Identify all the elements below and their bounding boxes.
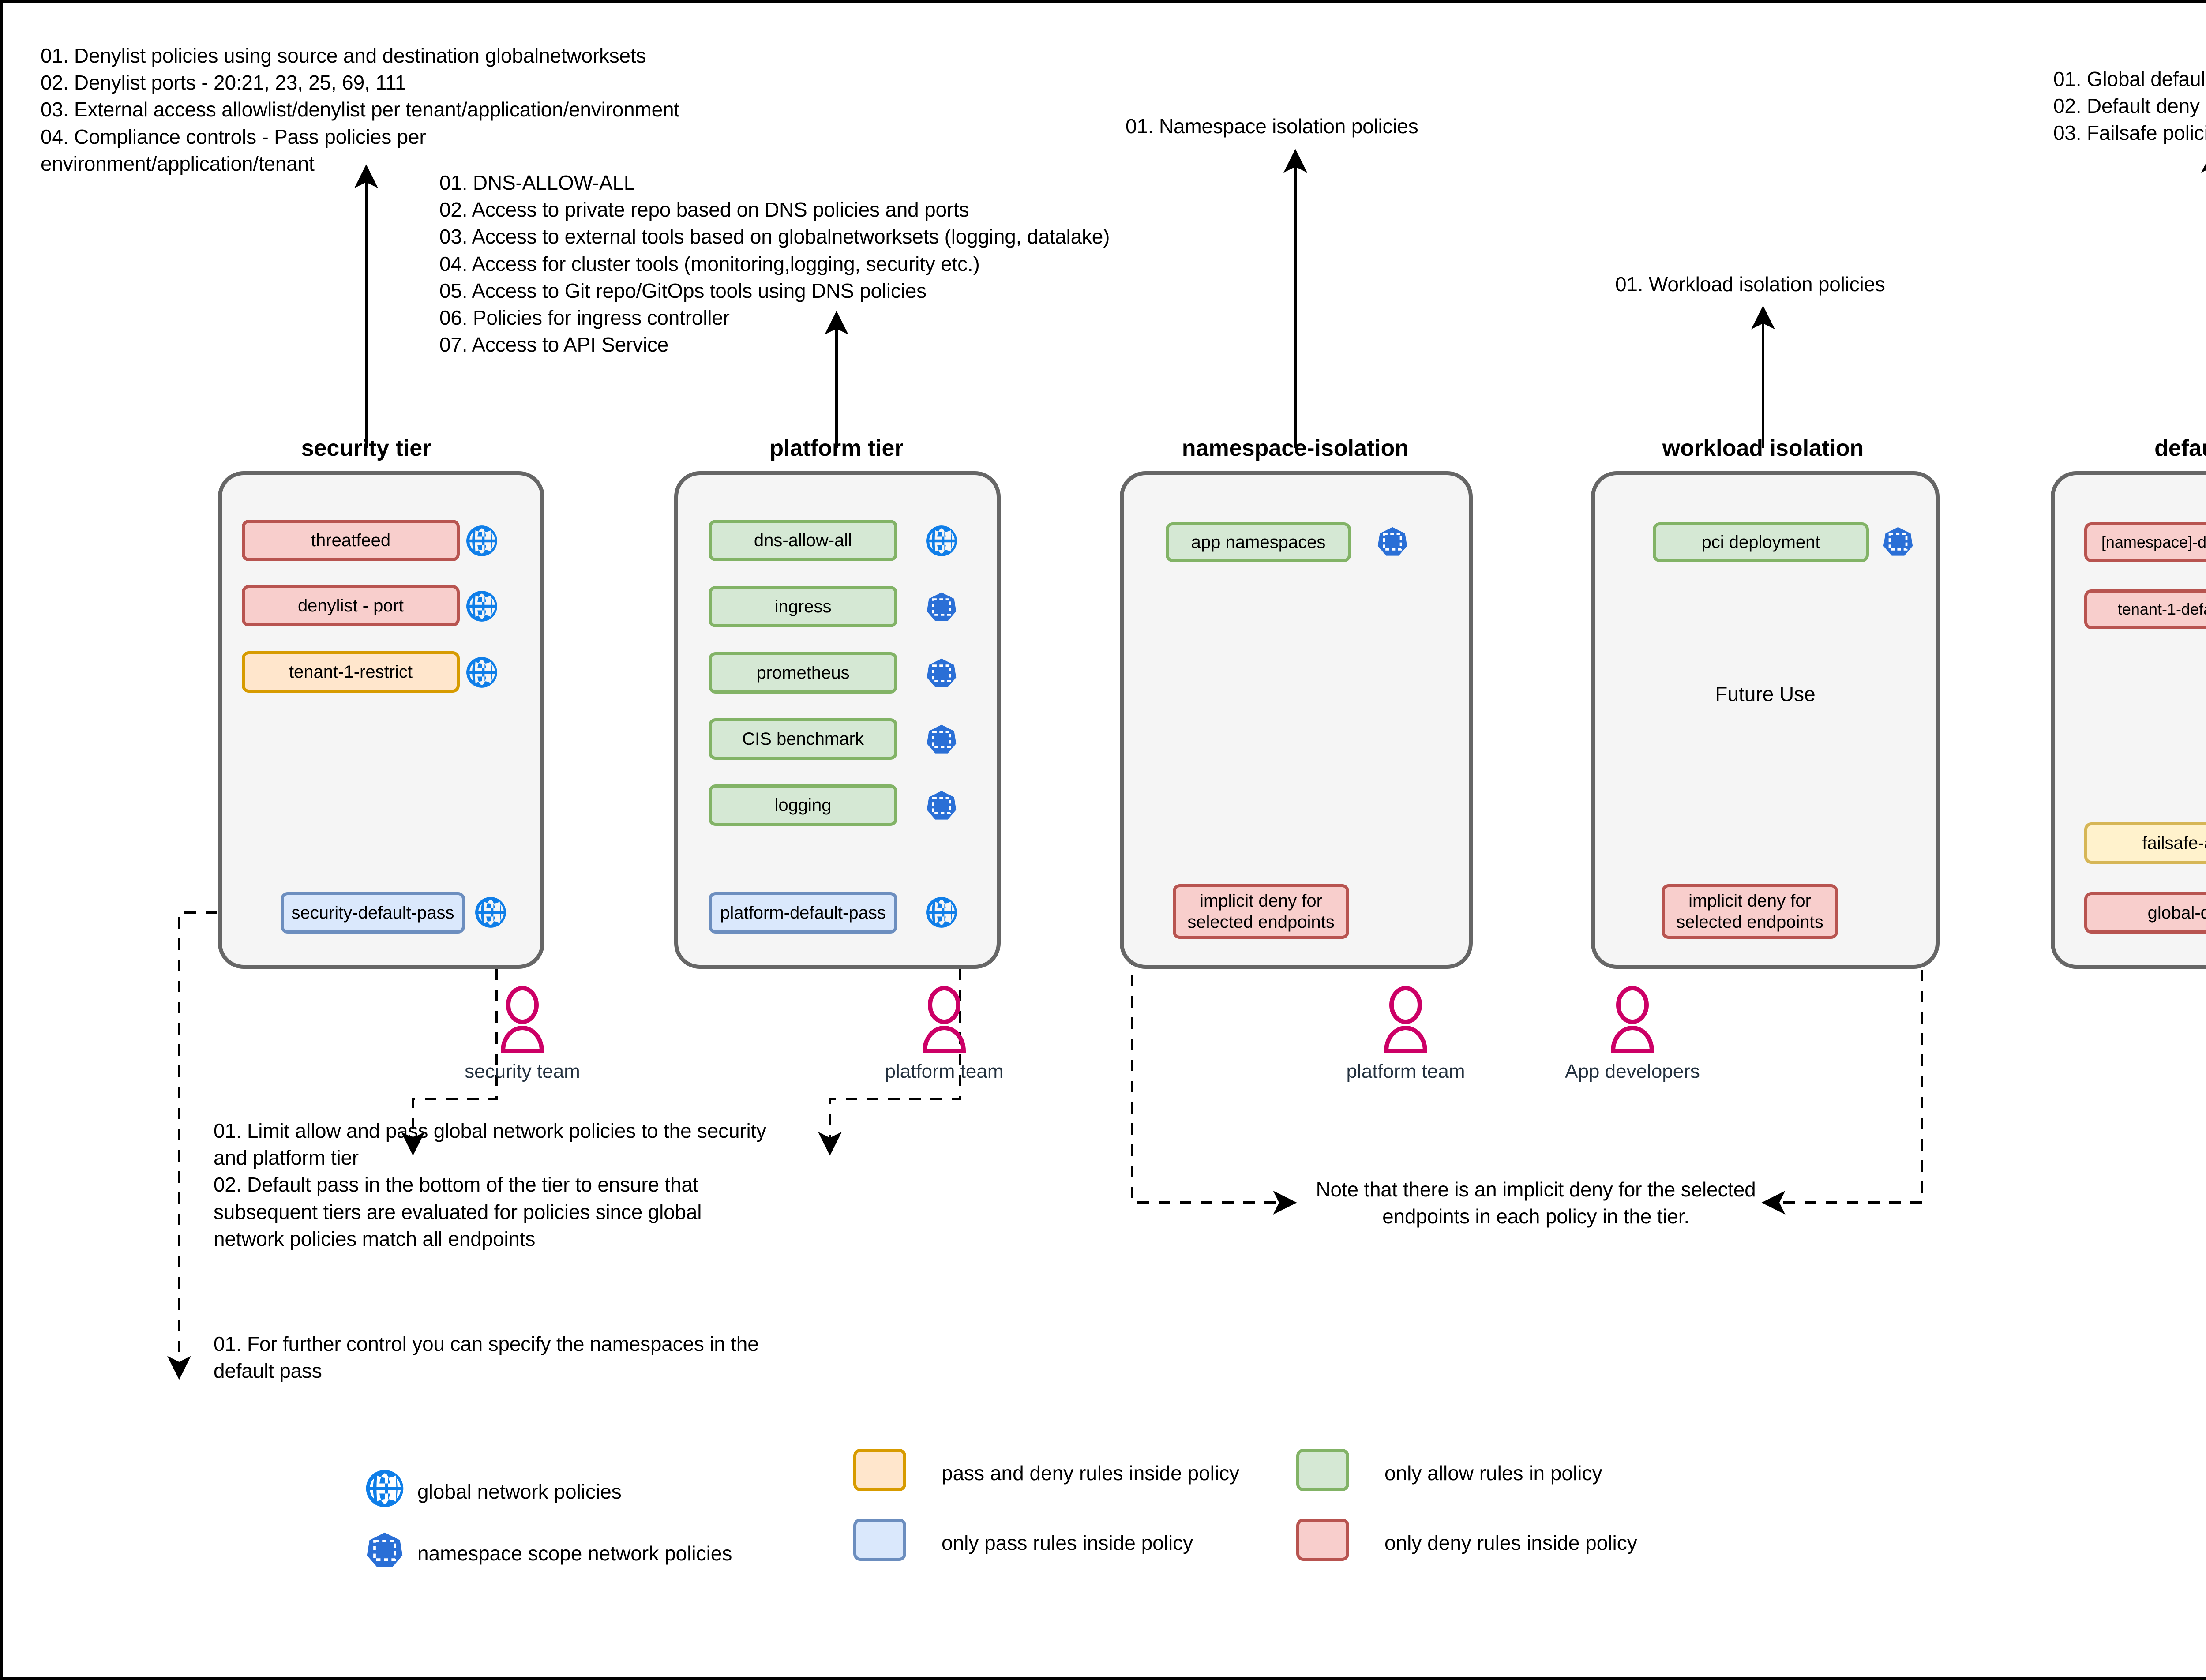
avatar-platform-team-mid xyxy=(1379,986,1432,1056)
actor-label-platform-team-mid: platform team xyxy=(1346,1061,1465,1082)
policy-cis-benchmark[interactable]: CIS benchmark xyxy=(709,718,897,760)
legend-label-only-allow-rules: only allow rules in policy xyxy=(1384,1462,1602,1485)
policy-global-deny[interactable]: global-deny xyxy=(2084,892,2206,934)
global-network-policy-icon xyxy=(465,656,499,689)
namespace-network-policy-icon xyxy=(925,656,958,690)
legend-swatch-pass-and-deny xyxy=(853,1449,906,1491)
note-security-tier: 01. Denylist policies using source and d… xyxy=(41,44,679,175)
note-platform-tier: 01. DNS-ALLOW-ALL 02. Access to private … xyxy=(439,171,1110,356)
legend-label-only-pass-rules: only pass rules inside policy xyxy=(942,1531,1193,1554)
policy-threatfeed[interactable]: threatfeed xyxy=(242,520,460,561)
tier-title-security: security tier xyxy=(301,435,431,461)
note-workload-isolation: 01. Workload isolation policies xyxy=(1615,273,1885,296)
note-default-tier: 01. Global default deny 02. Default deny… xyxy=(2053,68,2206,145)
legend-swatch-only-allow xyxy=(1296,1449,1349,1491)
legend-label-namespace-scope-network-policies: namespace scope network policies xyxy=(417,1542,732,1565)
note-global-policy-guidance: 01. Limit allow and pass global network … xyxy=(214,1119,766,1250)
namespace-network-policy-icon xyxy=(925,723,958,756)
global-network-policy-icon xyxy=(465,589,499,623)
policy-namespace-default-deny[interactable]: [namespace]-default-deny xyxy=(2084,522,2206,562)
tier-title-platform: platform tier xyxy=(769,435,904,461)
namespace-network-policy-icon xyxy=(925,590,958,624)
global-network-policy-icon xyxy=(474,896,507,929)
policy-logging[interactable]: logging xyxy=(709,784,897,826)
policy-app-namespaces[interactable]: app namespaces xyxy=(1166,522,1351,562)
policy-ingress[interactable]: ingress xyxy=(709,586,897,627)
legend-label-only-deny-rules: only deny rules inside policy xyxy=(1384,1531,1637,1554)
tier-title-namespace-isolation: namespace-isolation xyxy=(1182,435,1409,461)
tier-title-default: default tier xyxy=(2154,435,2206,461)
policy-platform-default-pass[interactable]: platform-default-pass xyxy=(709,892,897,934)
avatar-platform-team-left xyxy=(918,986,971,1056)
legend-swatch-only-deny xyxy=(1296,1519,1349,1561)
actor-label-security-team-left: security team xyxy=(465,1061,580,1082)
policy-tenant-1-default-deny[interactable]: tenant-1-default-deny xyxy=(2084,589,2206,629)
global-network-policy-icon xyxy=(925,896,958,929)
policy-tenant-1-restrict[interactable]: tenant-1-restrict xyxy=(242,651,460,693)
actor-label-app-developers: App developers xyxy=(1565,1061,1700,1082)
note-further-control: 01. For further control you can specify … xyxy=(214,1332,759,1383)
namespace-network-policy-icon xyxy=(364,1530,405,1571)
policy-dns-allow-all[interactable]: dns-allow-all xyxy=(709,520,897,561)
tier-title-workload-isolation: workload isolation xyxy=(1662,435,1864,461)
policy-implicit-deny-workload[interactable]: implicit deny for selected endpoints xyxy=(1662,884,1838,939)
legend-label-pass-and-deny-rules: pass and deny rules inside policy xyxy=(942,1462,1240,1485)
global-network-policy-icon xyxy=(364,1468,405,1509)
global-network-policy-icon xyxy=(925,524,958,558)
policy-prometheus[interactable]: prometheus xyxy=(709,652,897,694)
namespace-network-policy-icon xyxy=(1376,525,1409,559)
namespace-network-policy-icon xyxy=(1881,525,1915,559)
note-namespace-isolation: 01. Namespace isolation policies xyxy=(1126,115,1418,138)
actor-label-platform-team-left: platform team xyxy=(885,1061,1004,1082)
global-network-policy-icon xyxy=(465,524,499,558)
policy-pci-deployment[interactable]: pci deployment xyxy=(1653,522,1869,562)
workload-future-use-label: Future Use xyxy=(1715,682,1816,705)
note-implicit-deny: Note that there is an implicit deny for … xyxy=(1316,1178,1756,1228)
policy-implicit-deny-namespace[interactable]: implicit deny for selected endpoints xyxy=(1173,884,1349,939)
legend-swatch-only-pass xyxy=(853,1519,906,1561)
namespace-network-policy-icon xyxy=(925,789,958,822)
policy-failsafe-allow[interactable]: failsafe-allow xyxy=(2084,822,2206,864)
policy-security-default-pass[interactable]: security-default-pass xyxy=(281,892,465,934)
avatar-security-team-left xyxy=(496,986,549,1056)
avatar-app-developers xyxy=(1606,986,1659,1056)
legend-label-global-network-policies: global network policies xyxy=(417,1480,622,1503)
policy-denylist-port[interactable]: denylist - port xyxy=(242,585,460,626)
